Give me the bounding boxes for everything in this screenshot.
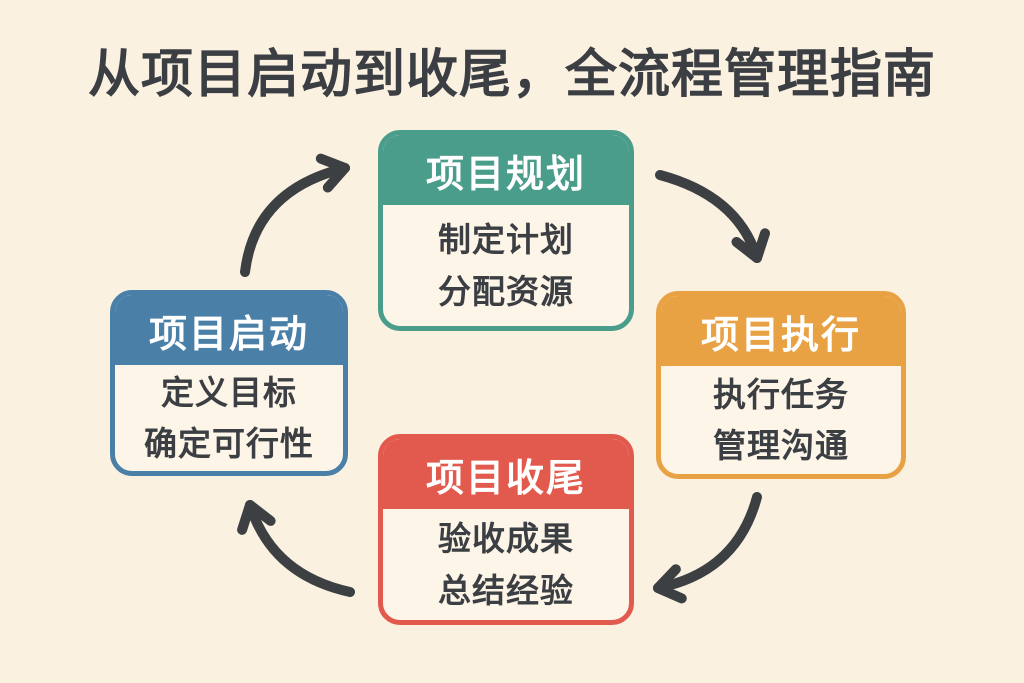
node-closing-line-2: 总结经验 <box>438 571 574 609</box>
node-initiation-title: 项目启动 <box>115 295 343 365</box>
node-initiation: 项目启动 定义目标 确定可行性 <box>110 290 348 476</box>
node-execution-line-2: 管理沟通 <box>713 427 849 464</box>
node-planning-title: 项目规划 <box>383 135 629 205</box>
node-planning-line-2: 分配资源 <box>438 272 574 310</box>
node-execution-title: 项目执行 <box>661 296 901 366</box>
node-closing-body: 验收成果 总结经验 <box>383 509 629 620</box>
node-planning-line-1: 制定计划 <box>438 221 574 259</box>
arrow-execution-to-closing <box>653 492 762 604</box>
node-closing: 项目收尾 验收成果 总结经验 <box>378 434 634 625</box>
page-title: 从项目启动到收尾，全流程管理指南 <box>87 45 936 104</box>
node-execution-line-1: 执行任务 <box>713 375 849 413</box>
node-planning-body: 制定计划 分配资源 <box>383 205 629 326</box>
node-execution: 项目执行 执行任务 管理沟通 <box>656 291 906 479</box>
node-initiation-line-2: 确定可行性 <box>144 425 314 462</box>
node-execution-body: 执行任务 管理沟通 <box>661 366 901 474</box>
arrow-closing-to-initiation <box>237 500 355 597</box>
node-closing-line-1: 验收成果 <box>438 520 574 558</box>
arrow-planning-to-execution <box>655 170 770 263</box>
node-initiation-body: 定义目标 确定可行性 <box>115 365 343 471</box>
node-initiation-line-1: 定义目标 <box>161 373 297 411</box>
node-planning: 项目规划 制定计划 分配资源 <box>378 130 634 331</box>
node-closing-title: 项目收尾 <box>383 439 629 509</box>
arrow-initiation-to-planning <box>240 153 350 277</box>
